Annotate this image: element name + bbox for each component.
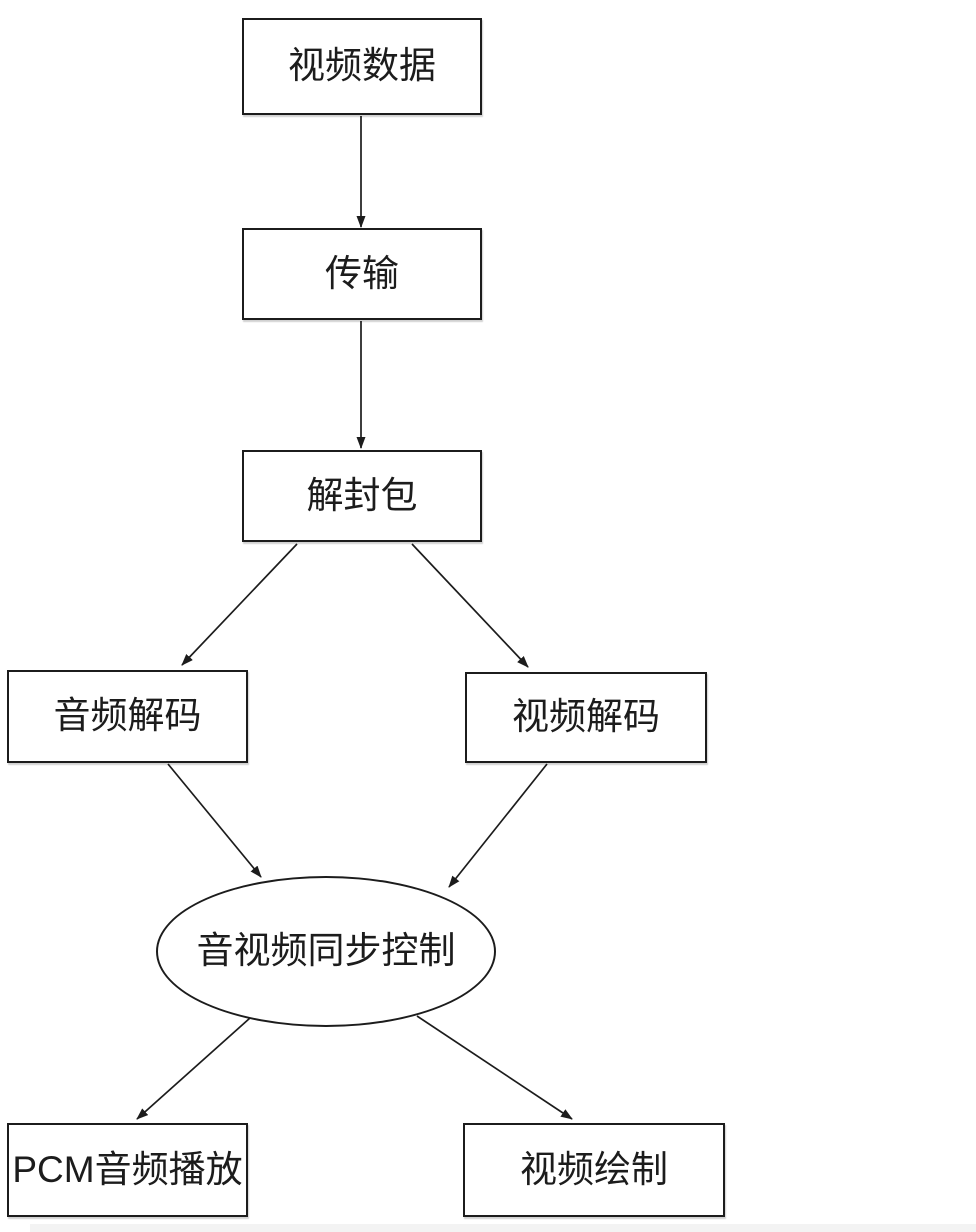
- node-video-data-label: 视频数据: [288, 45, 436, 87]
- node-video-decode-label: 视频解码: [512, 696, 660, 738]
- node-pcm-audio-playback: PCM音频播放: [7, 1123, 248, 1217]
- node-video-draw: 视频绘制: [463, 1123, 725, 1217]
- bottom-edge-strip: [30, 1224, 976, 1232]
- node-transmission: 传输: [242, 228, 482, 320]
- node-video-decode: 视频解码: [465, 672, 707, 763]
- node-av-sync-control: 音视频同步控制: [156, 876, 496, 1027]
- node-demux: 解封包: [242, 450, 482, 542]
- node-transmission-label: 传输: [325, 252, 399, 294]
- edge-av-sync-to-video-draw: [416, 1015, 573, 1120]
- node-demux-label: 解封包: [306, 474, 418, 516]
- node-pcm-audio-playback-label: PCM音频播放: [12, 1148, 243, 1190]
- edge-av-sync-to-pcm-playback: [136, 1017, 251, 1120]
- node-video-draw-label: 视频绘制: [520, 1148, 668, 1190]
- node-audio-decode-label: 音频解码: [53, 695, 202, 737]
- edge-audio-decode-to-av-sync: [167, 763, 262, 878]
- edge-video-decode-to-av-sync: [448, 763, 548, 888]
- node-audio-decode: 音频解码: [7, 670, 248, 763]
- node-av-sync-control-label: 音视频同步控制: [196, 930, 456, 972]
- node-video-data: 视频数据: [242, 18, 482, 115]
- edge-demux-to-audio-decode: [181, 543, 298, 666]
- edge-demux-to-video-decode: [411, 543, 529, 668]
